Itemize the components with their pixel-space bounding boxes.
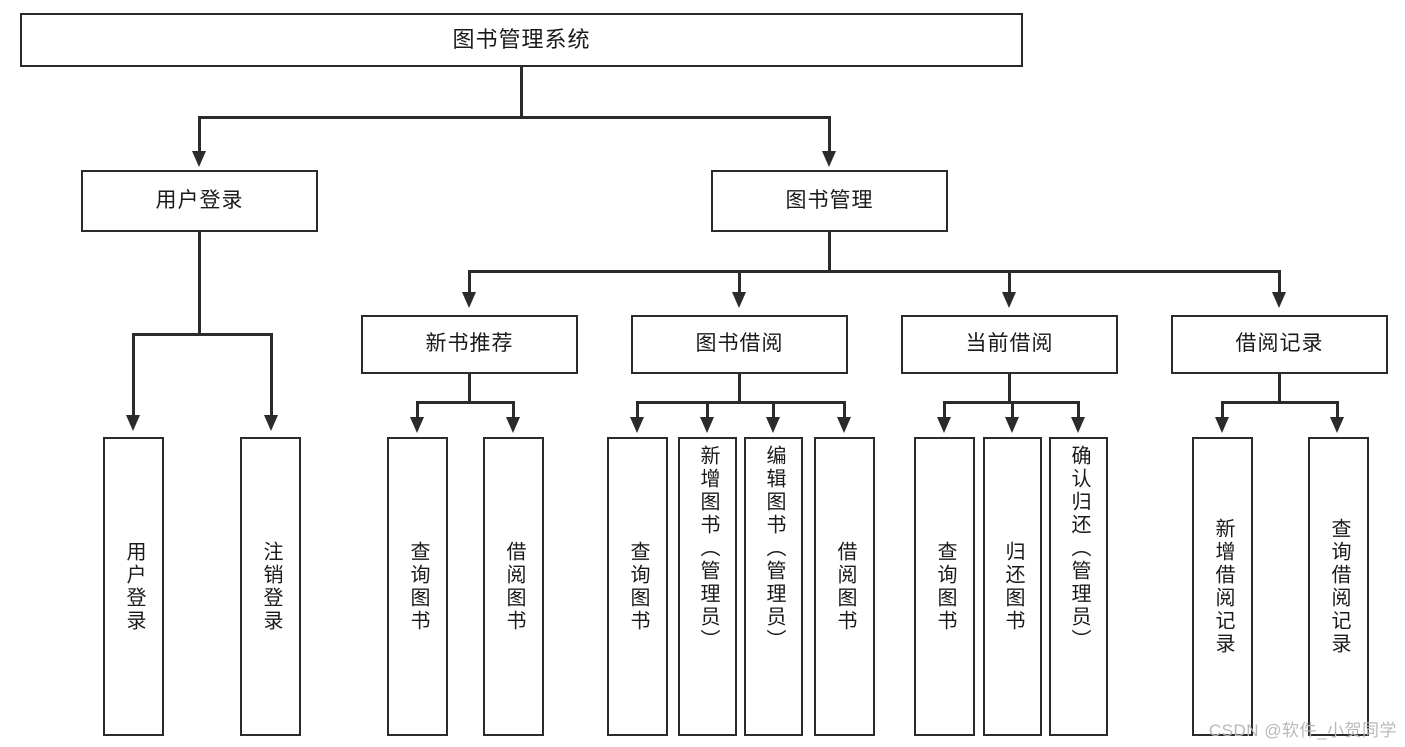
node-label: 注销登录 (260, 540, 282, 633)
connector-root-stem (520, 67, 523, 117)
node-root-book-management-system[interactable]: 图书管理系统 (20, 13, 1023, 67)
leaf-book-borrow-query-book[interactable]: 查询图书 (607, 437, 668, 736)
arrowhead-book-borrow-leaf-3 (766, 417, 780, 433)
connector-bm-to-book-borrow (738, 270, 741, 294)
arrowhead-current-borrow-leaf-1 (937, 417, 951, 433)
csdn-watermark: CSDN @软件_小贺同学 (1208, 721, 1397, 740)
arrowhead-borrow-record-leaf-1 (1215, 417, 1229, 433)
arrowhead-bm-current-borrow (1002, 292, 1016, 308)
leaf-new-book-query-book[interactable]: 查询图书 (387, 437, 448, 736)
node-label: 查询图书 (407, 540, 429, 633)
node-book-management[interactable]: 图书管理 (711, 170, 948, 232)
connector-book-borrow-leaf-3 (772, 401, 775, 419)
node-label: 查询图书 (627, 540, 649, 633)
connector-bm-to-current-borrow (1008, 270, 1011, 294)
node-book-borrow[interactable]: 图书借阅 (631, 315, 848, 374)
node-label: 用户登录 (123, 540, 145, 633)
node-label: 借阅记录 (1235, 332, 1324, 356)
arrowhead-borrow-record-leaf-2 (1330, 417, 1344, 433)
leaf-borrow-record-query-record[interactable]: 查询借阅记录 (1308, 437, 1369, 736)
node-label: 当前借阅 (965, 332, 1054, 356)
leaf-new-book-borrow-book[interactable]: 借阅图书 (483, 437, 544, 736)
connector-borrow-record-leaf-2 (1336, 401, 1339, 419)
node-label: 新增图书（管理员） (697, 445, 719, 652)
node-label: 编辑图书（管理员） (763, 445, 785, 652)
node-label: 用户登录 (155, 188, 244, 212)
connector-bm-to-new-book (468, 270, 471, 294)
arrowhead-current-borrow-leaf-3 (1071, 417, 1085, 433)
connector-new-book-leaf-2 (512, 401, 515, 419)
connector-book-borrow-bus (636, 401, 846, 404)
node-label: 确认归还（管理员） (1068, 445, 1090, 652)
node-label: 查询图书 (934, 540, 956, 633)
node-label: 归还图书 (1002, 540, 1024, 633)
connector-book-management-bus (468, 270, 1280, 273)
node-user-login[interactable]: 用户登录 (81, 170, 318, 232)
connector-current-borrow-leaf-2 (1011, 401, 1014, 419)
connector-current-borrow-leaf-3 (1077, 401, 1080, 419)
connector-user-login-bus (132, 333, 273, 336)
connector-book-borrow-leaf-1 (636, 401, 639, 419)
connector-borrow-record-leaf-1 (1221, 401, 1224, 419)
connector-user-login-to-leaf-1 (132, 333, 135, 417)
leaf-user-login-login[interactable]: 用户登录 (103, 437, 164, 736)
node-borrow-record[interactable]: 借阅记录 (1171, 315, 1388, 374)
leaf-borrow-record-add-record[interactable]: 新增借阅记录 (1192, 437, 1253, 736)
node-new-book-recommend[interactable]: 新书推荐 (361, 315, 578, 374)
connector-new-book-bus (416, 401, 515, 404)
connector-book-borrow-leaf-4 (843, 401, 846, 419)
arrowhead-root-to-book-management (822, 151, 836, 167)
arrowhead-book-borrow-leaf-4 (837, 417, 851, 433)
node-label: 借阅图书 (503, 540, 525, 633)
leaf-current-borrow-confirm-return-admin[interactable]: 确认归还（管理员） (1049, 437, 1108, 736)
connector-current-borrow-leaf-1 (943, 401, 946, 419)
arrowhead-new-book-leaf-2 (506, 417, 520, 433)
arrowhead-new-book-leaf-1 (410, 417, 424, 433)
connector-new-book-leaf-1 (416, 401, 419, 419)
connector-root-to-book-management (828, 116, 831, 153)
leaf-user-login-logout[interactable]: 注销登录 (240, 437, 301, 736)
connector-current-borrow-stem (1008, 374, 1011, 402)
connector-root-bus (198, 116, 830, 119)
connector-user-login-stem (198, 232, 201, 334)
connector-new-book-stem (468, 374, 471, 402)
node-label: 借阅图书 (834, 540, 856, 633)
connector-borrow-record-bus (1221, 401, 1338, 404)
connector-book-borrow-stem (738, 374, 741, 402)
node-current-borrow[interactable]: 当前借阅 (901, 315, 1118, 374)
arrowhead-current-borrow-leaf-2 (1005, 417, 1019, 433)
leaf-current-borrow-query-book[interactable]: 查询图书 (914, 437, 975, 736)
node-label: 图书借阅 (695, 332, 784, 356)
leaf-book-borrow-borrow-book[interactable]: 借阅图书 (814, 437, 875, 736)
arrowhead-book-borrow-leaf-1 (630, 417, 644, 433)
arrowhead-root-to-user-login (192, 151, 206, 167)
connector-borrow-record-stem (1278, 374, 1281, 402)
connector-book-borrow-leaf-2 (706, 401, 709, 419)
node-label: 查询借阅记录 (1328, 517, 1350, 656)
arrowhead-user-login-leaf-1 (126, 415, 140, 431)
connector-user-login-to-leaf-2 (270, 333, 273, 417)
leaf-book-borrow-add-book-admin[interactable]: 新增图书（管理员） (678, 437, 737, 736)
node-label: 图书管理 (785, 188, 874, 212)
arrowhead-book-borrow-leaf-2 (700, 417, 714, 433)
arrowhead-user-login-leaf-2 (264, 415, 278, 431)
connector-root-to-user-login (198, 116, 201, 153)
leaf-current-borrow-return-book[interactable]: 归还图书 (983, 437, 1042, 736)
connector-book-management-stem (828, 232, 831, 271)
node-label: 新增借阅记录 (1212, 517, 1234, 656)
arrowhead-bm-borrow-record (1272, 292, 1286, 308)
node-label: 新书推荐 (425, 332, 514, 356)
connector-bm-to-borrow-record (1278, 270, 1281, 294)
arrowhead-bm-new-book (462, 292, 476, 308)
leaf-book-borrow-edit-book-admin[interactable]: 编辑图书（管理员） (744, 437, 803, 736)
arrowhead-bm-book-borrow (732, 292, 746, 308)
node-label: 图书管理系统 (452, 27, 591, 53)
